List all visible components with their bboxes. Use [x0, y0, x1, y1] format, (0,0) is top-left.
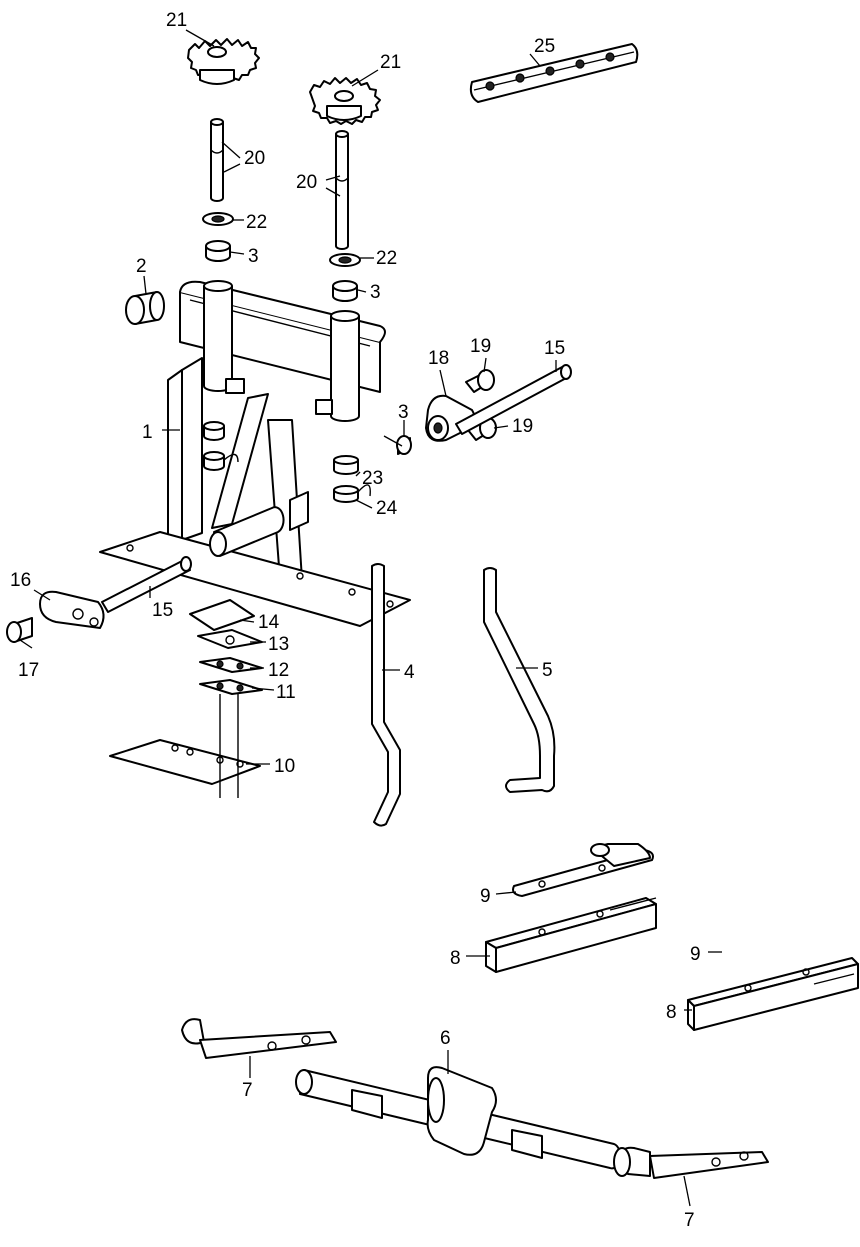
callout-3-left: 3	[248, 246, 259, 267]
block-8-upper	[485, 897, 657, 973]
callout-24: 24	[376, 498, 398, 519]
block-8-lower	[687, 957, 859, 1031]
plate-11	[199, 679, 263, 695]
callout-labels: 21 21 25 20 20 22 22 3 3 3 2 1 18 19 19 …	[10, 10, 701, 1231]
callout-7-right: 7	[684, 1210, 695, 1231]
rod-5	[483, 567, 556, 793]
callout-5: 5	[542, 660, 553, 681]
assembly-axis-plates	[219, 694, 239, 798]
arm-7-left	[181, 1018, 337, 1059]
callout-12: 12	[268, 660, 289, 681]
callout-3-right: 3	[370, 282, 381, 303]
plate-14	[189, 599, 255, 631]
rod-15-upper	[455, 364, 572, 435]
callout-14: 14	[258, 612, 280, 633]
leader-lines	[19, 29, 722, 1207]
callout-6: 6	[440, 1028, 451, 1049]
callout-3-side: 3	[398, 402, 409, 423]
callout-22-left: 22	[246, 212, 267, 233]
plate-12	[199, 657, 263, 673]
callout-19-lower: 19	[512, 416, 533, 437]
callout-18: 18	[428, 348, 449, 369]
callout-2: 2	[136, 256, 147, 277]
arm-7-right	[613, 1146, 769, 1179]
sprocket-right	[309, 77, 381, 125]
callout-11: 11	[276, 682, 296, 703]
callout-10: 10	[274, 756, 295, 777]
strip-9-upper	[512, 843, 654, 897]
callout-9-upper: 9	[480, 886, 491, 907]
shaft-left	[210, 118, 224, 202]
callout-8-upper: 8	[450, 948, 461, 969]
bushing-23	[333, 455, 359, 475]
callout-8-lower: 8	[666, 1002, 677, 1023]
callout-22-right: 22	[376, 248, 397, 269]
callout-21-left: 21	[166, 10, 187, 31]
bracket-16	[39, 590, 105, 629]
callout-17: 17	[18, 660, 39, 681]
knob-19-upper	[465, 369, 495, 393]
collar-left-upper	[203, 421, 225, 441]
plate-10	[109, 739, 261, 785]
callout-15-upper: 15	[544, 338, 565, 359]
callout-21-right: 21	[380, 52, 401, 73]
washer-22-right	[329, 253, 361, 267]
callout-25: 25	[534, 36, 555, 57]
callout-20-left: 20	[244, 148, 265, 169]
washer-22-left	[202, 212, 234, 226]
callout-9-lower: 9	[690, 944, 701, 965]
bushing-3-side	[396, 435, 412, 455]
frame-1	[99, 280, 411, 627]
sprocket-left	[187, 38, 260, 85]
chain-segment	[469, 43, 639, 103]
rod-15-lower	[101, 556, 192, 613]
callout-19-upper: 19	[470, 336, 491, 357]
bushing-3-right	[332, 280, 358, 302]
callout-4: 4	[404, 662, 415, 683]
knob-17	[6, 617, 33, 643]
callout-13: 13	[268, 634, 289, 655]
spacer-2	[125, 291, 165, 325]
callout-7-left: 7	[242, 1080, 253, 1101]
callout-16: 16	[10, 570, 31, 591]
clamp-24	[333, 484, 371, 503]
bushing-3-left	[205, 240, 231, 262]
callout-15-lower: 15	[152, 600, 173, 621]
bracket-6	[426, 1066, 497, 1156]
shaft-right	[335, 130, 349, 250]
callout-23: 23	[362, 468, 383, 489]
collar-left-lower	[203, 451, 239, 471]
rod-4	[371, 563, 401, 827]
plate-13	[197, 629, 263, 649]
callout-1: 1	[142, 422, 153, 443]
callout-20-right: 20	[296, 172, 317, 193]
